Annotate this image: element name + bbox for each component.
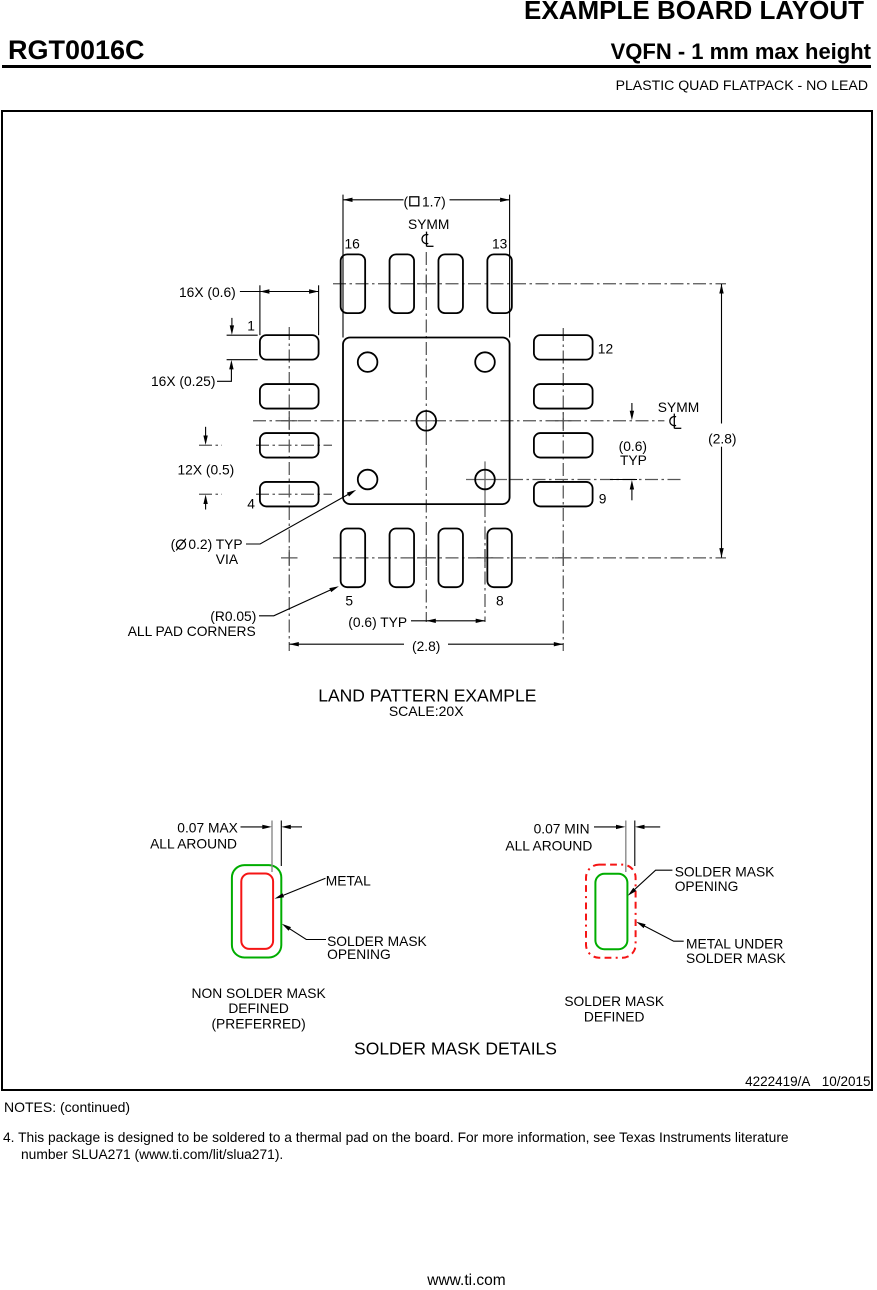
svg-text:SOLDER MASK: SOLDER MASK xyxy=(327,934,427,949)
svg-text:8: 8 xyxy=(496,594,504,609)
svg-text:SOLDER MASK: SOLDER MASK xyxy=(686,951,786,966)
svg-text:16X (0.25): 16X (0.25) xyxy=(151,374,215,389)
svg-text:METAL UNDER: METAL UNDER xyxy=(686,936,783,951)
svg-text:16: 16 xyxy=(345,237,361,252)
svg-text:METAL: METAL xyxy=(326,874,371,889)
svg-text:1.7): 1.7) xyxy=(422,194,446,209)
svg-text:12: 12 xyxy=(598,342,613,357)
svg-text:ALL AROUND: ALL AROUND xyxy=(150,836,237,851)
svg-text:ALL PAD CORNERS: ALL PAD CORNERS xyxy=(128,624,256,639)
svg-text:4: 4 xyxy=(247,497,255,512)
svg-text:(2.8): (2.8) xyxy=(412,639,440,654)
svg-text:(PREFERRED): (PREFERRED) xyxy=(211,1017,305,1032)
svg-text:OPENING: OPENING xyxy=(675,879,739,894)
svg-text:5: 5 xyxy=(345,594,353,609)
svg-text:1: 1 xyxy=(247,318,255,333)
svg-text:SCALE:20X: SCALE:20X xyxy=(389,703,464,719)
svg-text:SYMM: SYMM xyxy=(658,400,699,415)
svg-text:VIA: VIA xyxy=(216,552,239,567)
svg-text:9: 9 xyxy=(599,491,607,506)
svg-text:0.2) TYP: 0.2) TYP xyxy=(188,537,242,552)
svg-text:(: ( xyxy=(171,537,176,552)
svg-text:4222419/A 10/2015: 4222419/A 10/2015 xyxy=(745,1074,870,1089)
svg-text:0.07 MAX: 0.07 MAX xyxy=(177,820,238,835)
svg-text:SYMM: SYMM xyxy=(408,217,449,232)
svg-text:DEFINED: DEFINED xyxy=(584,1010,645,1025)
svg-text:(R0.05): (R0.05) xyxy=(210,609,256,624)
svg-text:DEFINED: DEFINED xyxy=(228,1001,289,1016)
svg-text:(: ( xyxy=(404,194,409,209)
svg-text:13: 13 xyxy=(492,237,508,252)
svg-text:16X (0.6): 16X (0.6) xyxy=(179,285,236,300)
svg-text:(0.6) TYP: (0.6) TYP xyxy=(348,615,407,630)
svg-text:0.07 MIN: 0.07 MIN xyxy=(534,822,590,837)
svg-text:SOLDER MASK DETAILS: SOLDER MASK DETAILS xyxy=(354,1039,557,1059)
svg-text:(2.8): (2.8) xyxy=(708,432,736,447)
svg-text:12X (0.5): 12X (0.5) xyxy=(178,462,235,477)
svg-text:LAND PATTERN EXAMPLE: LAND PATTERN EXAMPLE xyxy=(318,685,536,705)
svg-text:TYP: TYP xyxy=(620,453,647,468)
svg-text:(0.6): (0.6) xyxy=(619,439,647,454)
svg-text:SOLDER MASK: SOLDER MASK xyxy=(675,865,775,880)
svg-text:OPENING: OPENING xyxy=(327,947,391,962)
svg-text:SOLDER MASK: SOLDER MASK xyxy=(564,994,664,1009)
svg-text:NON SOLDER MASK: NON SOLDER MASK xyxy=(192,986,327,1001)
svg-text:ALL AROUND: ALL AROUND xyxy=(505,839,592,854)
